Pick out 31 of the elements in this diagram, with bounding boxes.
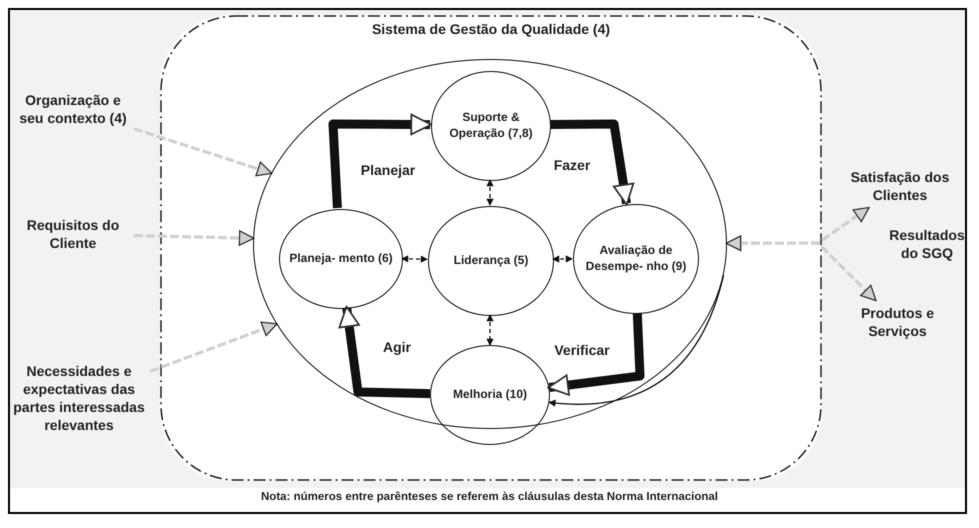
block-arrow	[134, 127, 272, 176]
block-arrow	[149, 321, 278, 373]
edge-label: Agir	[381, 339, 413, 355]
process-ellipse: Liderança (5)	[428, 206, 554, 316]
process-ellipse: Planeja- mento (6)	[279, 209, 403, 309]
process-ellipse: Avaliação de Desempe- nho (9)	[573, 204, 699, 314]
edge-label: Verificar	[552, 342, 612, 358]
output-label: Produtos e Serviços	[845, 300, 950, 344]
text-label: Resultados do SGQ	[888, 226, 966, 262]
input-label: Requisitos do Cliente	[12, 214, 134, 254]
block-arrow	[338, 306, 430, 398]
block-arrow	[547, 312, 644, 396]
system-boundary	[160, 15, 822, 481]
process-ellipse: Suporte & Operação (7,8)	[431, 71, 551, 181]
caption: Nota: números entre parênteses se referem às cláusulas desta Norma Internacional	[261, 491, 718, 503]
block-arrow	[550, 120, 634, 206]
edge-label: Planejar	[358, 162, 418, 178]
arrow	[548, 274, 724, 406]
group-title: Sistema de Gestão da Qualidade (4)	[372, 21, 610, 37]
block-arrow	[328, 114, 432, 208]
arrow	[552, 256, 573, 262]
block-arrow	[134, 230, 255, 246]
arrow	[401, 255, 428, 263]
arrow	[486, 179, 494, 206]
block-arrow	[726, 235, 877, 302]
arrow	[486, 314, 494, 346]
input-label: Necessidades e expectativas das partes interessadas relevantes	[8, 348, 150, 448]
edge-label: Fazer	[552, 157, 592, 173]
input-label: Organização e seu contexto (4)	[12, 78, 134, 140]
output-label: Satisfação dos Clientes	[840, 164, 960, 208]
process-ellipse: Melhoria (10)	[430, 345, 550, 445]
